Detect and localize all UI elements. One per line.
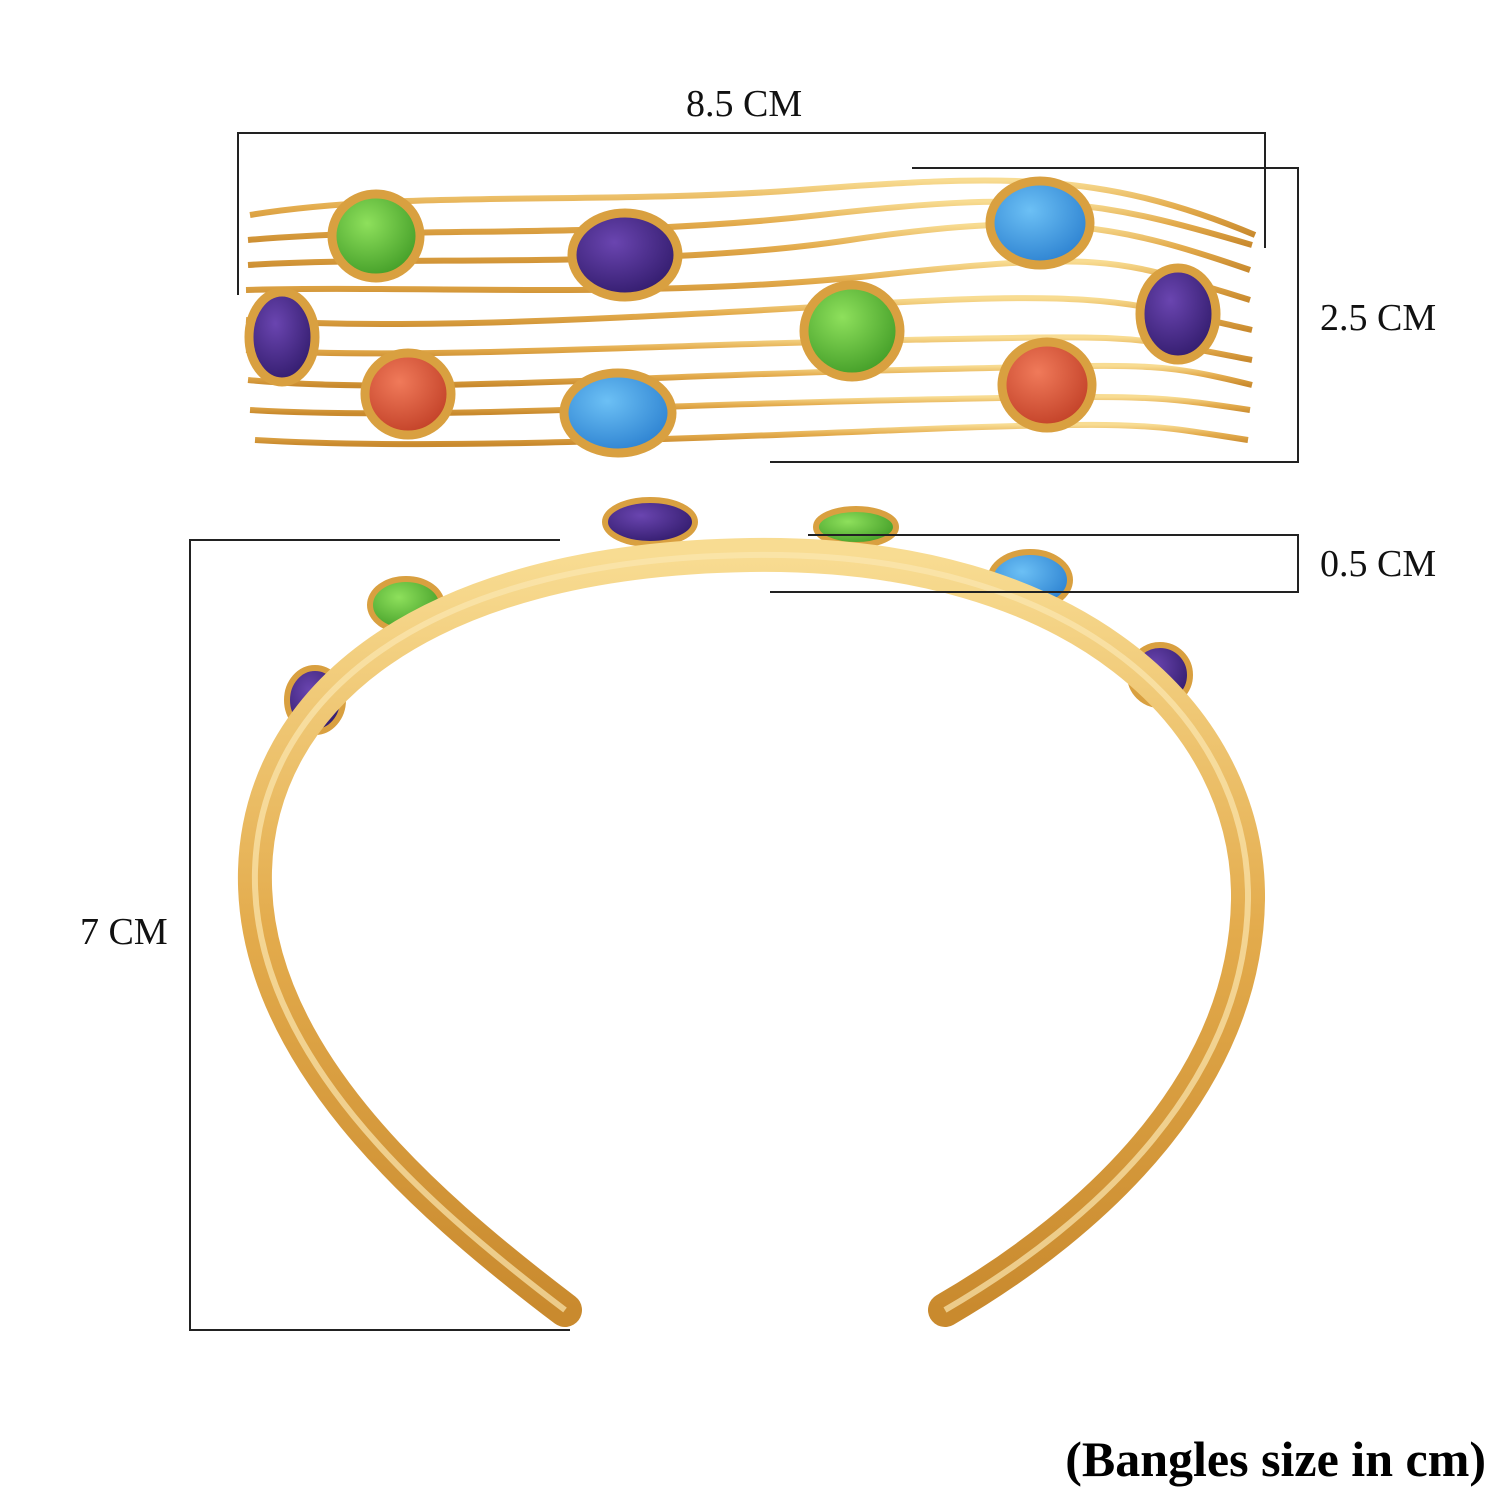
- height-label: 2.5 CM: [1320, 297, 1437, 339]
- thickness-label: 0.5 CM: [1320, 543, 1437, 585]
- dimension-lines: [189, 132, 1299, 1331]
- caption: (Bangles size in cm): [1065, 1431, 1486, 1487]
- diameter-label: 7 CM: [80, 911, 168, 953]
- bangle-side-view: [237, 497, 1266, 1327]
- height-dimension-line: [770, 167, 1299, 463]
- diameter-dimension-line: [189, 539, 570, 1331]
- width-dimension-line: [237, 132, 1266, 295]
- gemstones-top-view: [244, 176, 1221, 458]
- width-label: 8.5 CM: [686, 83, 803, 125]
- thickness-dimension-line: [770, 534, 1299, 593]
